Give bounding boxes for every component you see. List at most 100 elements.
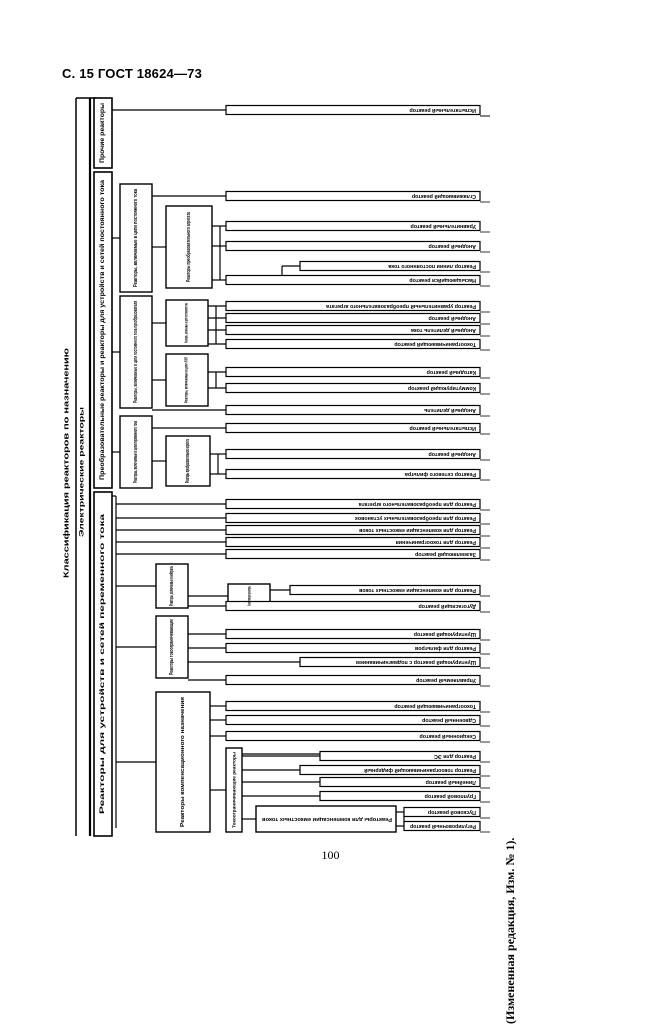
group-label-ac: Реакторы для устройств и сетей переменно… bbox=[99, 513, 106, 814]
leaf-label-l29: Сдвоенный реактор bbox=[421, 717, 476, 724]
box-limiting bbox=[155, 615, 189, 679]
leaf-label-l33: Линейный реактор bbox=[425, 779, 476, 786]
label-ac-conv: Реакторы преобразовательного агрегата bbox=[184, 439, 191, 483]
box-filters bbox=[225, 747, 243, 833]
leaf-box-l5 bbox=[299, 260, 481, 272]
leaf-box-l9 bbox=[225, 324, 481, 336]
leaf-box-l16 bbox=[225, 468, 481, 480]
leaf-box-l36 bbox=[403, 820, 481, 832]
page-number: 100 bbox=[321, 848, 340, 862]
leaf-box-l13 bbox=[225, 404, 481, 416]
leaf-box-l11 bbox=[225, 366, 481, 378]
electro-label: Электрические реакторы bbox=[79, 406, 86, 537]
leaf-box-l15 bbox=[225, 448, 481, 460]
leaf-label-l34: Групповой реактор bbox=[424, 793, 476, 800]
leaf-box-l19 bbox=[225, 524, 481, 536]
leaf-box-l3 bbox=[225, 220, 481, 232]
label-compens: Реакторы компенсационного назначения bbox=[180, 697, 186, 827]
leaf-label-l13: Анодный делитель bbox=[423, 407, 476, 414]
leaf-label-l5: Реактор линии постоянного тока bbox=[387, 263, 476, 269]
leaf-box-l8 bbox=[225, 312, 481, 324]
leaf-box-l18 bbox=[225, 512, 481, 524]
leaf-label-l1: Испытательный реактор bbox=[409, 107, 476, 114]
leaf-label-l11: Катодный реактор bbox=[426, 369, 476, 376]
group-label-other: Прочие реакторы bbox=[100, 103, 106, 163]
classification-diagram: Классификация реакторов по назначению Эле… bbox=[62, 97, 490, 837]
box-neutral bbox=[155, 563, 189, 609]
leaf-label-l21: Заземляющий реактор bbox=[414, 551, 476, 558]
leaf-label-l4: Анодный реактор bbox=[428, 243, 476, 250]
leaf-box-l29 bbox=[225, 714, 481, 726]
leaf-label-l12: Коммутирующий реактор bbox=[407, 385, 476, 392]
leaf-box-l27 bbox=[225, 674, 481, 686]
leaf-label-l7: Реактор уравнительный преобразовательног… bbox=[325, 303, 476, 310]
leaf-label-l30: Секционный реактор bbox=[419, 733, 476, 740]
leaf-box-l12 bbox=[225, 382, 481, 394]
subgroup-label-dc_mixed: Реакторы, включаемые в цепи постоянного … bbox=[132, 301, 139, 403]
leaf-label-l28: Токоограничивающий реактор bbox=[394, 703, 476, 710]
leaf-label-l8: Анодный реактор bbox=[428, 315, 476, 322]
leaf-label-l17: Реактор для преобразовательного агрегата bbox=[358, 501, 476, 508]
leaf-label-l16: Реактор сетевого фильтра bbox=[404, 471, 476, 478]
leaf-label-l9: Анодный делитель тока bbox=[410, 327, 476, 334]
leaf-box-l30 bbox=[225, 730, 481, 742]
leaf-box-l1 bbox=[225, 104, 481, 116]
group-box-conv bbox=[93, 171, 113, 489]
leaf-label-l18: Реактор для преобразовательных установок bbox=[355, 515, 476, 522]
leaf-box-l32 bbox=[299, 764, 481, 776]
leaf-label-l22: Реактор для компенсации емкостных токов bbox=[358, 587, 476, 593]
leaf-box-l33 bbox=[319, 776, 481, 788]
leaf-label-l3: Уравнительный реактор bbox=[410, 223, 476, 230]
label-limiting: Реакторы токоограничивающие bbox=[169, 619, 175, 675]
box-dc-conv bbox=[165, 205, 213, 289]
leaf-box-l17 bbox=[225, 498, 481, 510]
leaf-label-l23: Дугогасящий реактор bbox=[418, 603, 476, 610]
leaf-label-l31: Реактор для ЭС bbox=[434, 753, 476, 759]
leaf-box-l22 bbox=[289, 584, 481, 596]
leaf-label-l15: Анодный реактор bbox=[428, 451, 476, 458]
group-label-conv: Преобразовательные реакторы и реакторы д… bbox=[99, 179, 106, 480]
leaf-box-l21 bbox=[225, 548, 481, 560]
label-neutral-sub: Заземляющие реакторы bbox=[247, 586, 252, 606]
group-box-ac bbox=[93, 491, 113, 837]
leaf-label-l26: Шунтирующий реактор с подмагничиванием bbox=[356, 659, 476, 666]
leaf-box-l26 bbox=[299, 656, 481, 668]
leaf-label-l10: Токоограничивающий реактор bbox=[394, 341, 476, 348]
leaf-label-l6: Насыщающийся реактор bbox=[409, 277, 476, 284]
leaf-label-l36: Регулировочный реактор bbox=[409, 823, 476, 830]
box-ac-conv bbox=[165, 435, 211, 487]
leaf-box-l28 bbox=[225, 700, 481, 712]
leaf-box-l14 bbox=[225, 422, 481, 434]
leaf-label-l2: Сглаживающий реактор bbox=[411, 193, 476, 200]
label-dc-mixed-a: Реакторы, включаемые в цепи постоянного … bbox=[184, 303, 190, 343]
label-filters: Токоограничивающие реакторы bbox=[232, 752, 237, 828]
box-dc-mixed-a bbox=[165, 299, 209, 347]
leaf-box-l34 bbox=[319, 790, 481, 802]
subgroup-box-dc_parts bbox=[119, 183, 153, 293]
leaf-box-l20 bbox=[225, 536, 481, 548]
leaf-box-l31 bbox=[319, 750, 481, 762]
leaf-label-l20: Реактор для токоограничения bbox=[396, 539, 476, 545]
leaf-box-l23 bbox=[225, 600, 481, 612]
box-dc-mixed-b bbox=[165, 353, 209, 407]
leaf-label-l27: Управляемый реактор bbox=[415, 677, 476, 684]
leaf-box-l24 bbox=[225, 628, 481, 640]
leaf-box-l4 bbox=[225, 240, 481, 252]
leaf-label-l32: Реактор токоограничивающий фидерный bbox=[364, 767, 476, 774]
leaf-label-l25: Реактор для фильтров bbox=[414, 645, 476, 652]
leaf-label-l24: Шунтирующий реактор bbox=[413, 631, 476, 638]
label-dc-mixed-b: Реакторы, включаемые в цепи ЛЭП bbox=[184, 357, 190, 403]
leaf-label-l19: Реактор для компенсации емкостных токов bbox=[358, 527, 476, 533]
page-header: С. 15 ГОСТ 18624—73 bbox=[62, 66, 203, 81]
subgroup-label-ac_parts: Реакторы, включаемые в цепи переменного … bbox=[133, 421, 139, 483]
leaf-box-l6 bbox=[225, 274, 481, 286]
leaf-box-l7 bbox=[225, 300, 481, 312]
box-compens bbox=[155, 691, 211, 833]
label-neutral: Реакторы, включаемые в нейтраль bbox=[168, 566, 175, 606]
label-arc: Реакторы для компенсации емкостных токов bbox=[262, 816, 392, 822]
leaf-label-l35: Пусковой реактор bbox=[427, 809, 476, 816]
leaf-label-l14: Испытательный реактор bbox=[409, 425, 476, 432]
root-label: Классификация реакторов по назначению bbox=[62, 348, 71, 578]
leaf-box-l25 bbox=[225, 642, 481, 654]
subgroup-box-ac_parts bbox=[119, 415, 153, 489]
